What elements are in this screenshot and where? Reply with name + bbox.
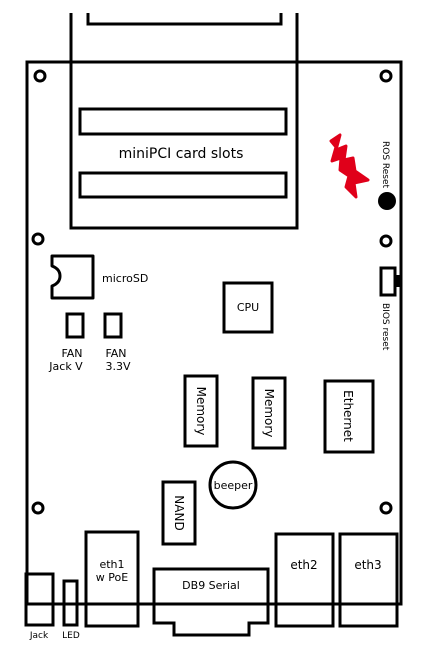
mounting-hole-icon — [31, 232, 45, 246]
eth3-label: eth3 — [354, 558, 381, 572]
microsd-label: microSD — [102, 272, 148, 285]
eth2-label: eth2 — [290, 558, 317, 572]
memory-module-right — [251, 376, 287, 450]
eth2-port — [274, 532, 335, 628]
minipci-label: miniPCI card slots — [119, 146, 244, 162]
ethernet-chip — [323, 379, 375, 454]
fan-33v-label-line2: 3.3V — [105, 360, 130, 373]
mounting-hole-icon — [379, 501, 393, 515]
bios-reset-label: BIOS reset — [380, 303, 390, 351]
eth1-label-line1: eth1 — [99, 558, 124, 571]
beeper-label: beeper — [214, 479, 253, 492]
ros-reset-label: ROS Reset — [380, 141, 390, 189]
minipci-slot-bracket — [69, 13, 299, 230]
microsd-slot — [50, 254, 95, 300]
minipci-slot-1 — [78, 107, 288, 136]
cpu-chip — [222, 281, 274, 334]
led-indicator — [62, 579, 79, 627]
bios-reset-tab — [395, 275, 401, 287]
ros-reset-button — [378, 192, 396, 210]
mounting-hole-icon — [33, 69, 47, 83]
cpu-label: CPU — [237, 301, 259, 314]
memory-right-label: Memory — [262, 389, 276, 438]
memory-left-label: Memory — [194, 387, 208, 436]
nand-label: NAND — [172, 495, 186, 530]
reset-marker-icon — [329, 133, 370, 199]
eth3-port — [338, 532, 399, 628]
ethernet-label: Ethernet — [341, 390, 355, 442]
nand-chip — [161, 480, 197, 546]
db9-label: DB9 Serial — [182, 579, 240, 592]
eth1-label-line2: w PoE — [96, 571, 128, 584]
fan-jack-v-connector — [65, 312, 85, 339]
mounting-hole-icon — [379, 69, 393, 83]
fan-33v-label-line1: FAN — [105, 347, 126, 360]
fan-33v-connector — [103, 312, 123, 339]
board-outline — [25, 60, 403, 606]
fan-jack-v-label-line1: FAN — [61, 347, 82, 360]
mounting-holes — [31, 69, 393, 515]
power-jack — [24, 572, 55, 627]
db9-serial-port — [152, 567, 270, 637]
jack-label: Jack — [29, 631, 49, 641]
beeper — [208, 460, 258, 510]
mounting-hole-icon — [31, 501, 45, 515]
memory-module-left — [183, 374, 219, 448]
minipci-slot-2 — [78, 171, 288, 199]
led-label: LED — [62, 631, 80, 641]
bios-reset-switch — [379, 266, 397, 297]
eth1-port — [84, 530, 140, 628]
mounting-hole-icon — [379, 234, 393, 248]
fan-jack-v-label-line2: Jack V — [48, 360, 83, 373]
